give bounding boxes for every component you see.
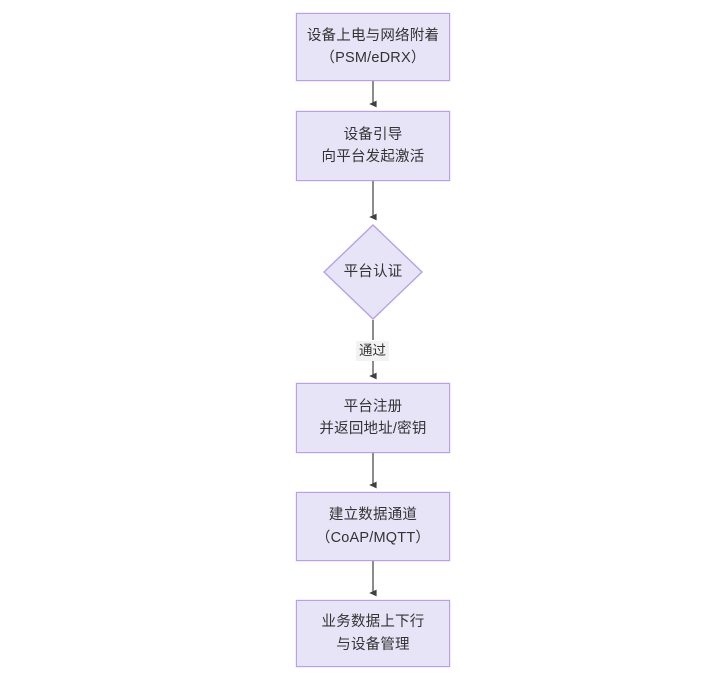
flow-node-label: 业务数据上下行 与设备管理 (321, 614, 425, 653)
flow-node-business-data-and-device-management[interactable]: 业务数据上下行 与设备管理 (296, 600, 450, 667)
flow-node-label: 平台认证 (343, 263, 403, 280)
flow-node-label: 设备上电与网络附着 （PSM/eDRX） (306, 27, 440, 66)
edge-label-pass: 通过 (356, 341, 389, 361)
flow-node-label: 平台注册 并返回地址/密钥 (319, 398, 427, 437)
flow-node-device-bootstrap[interactable]: 设备引导 向平台发起激活 (296, 111, 450, 181)
flow-node-label: 建立数据通道 （CoAP/MQTT） (315, 507, 431, 546)
diamond-shape (323, 224, 423, 320)
flow-node-platform-register[interactable]: 平台注册 并返回地址/密钥 (296, 383, 450, 453)
flow-node-label: 设备引导 向平台发起激活 (321, 126, 425, 165)
flow-node-platform-auth-decision[interactable]: 平台认证 (323, 224, 423, 320)
flow-node-establish-data-channel[interactable]: 建立数据通道 （CoAP/MQTT） (296, 492, 450, 561)
flow-node-device-power-on[interactable]: 设备上电与网络附着 （PSM/eDRX） (296, 13, 450, 81)
